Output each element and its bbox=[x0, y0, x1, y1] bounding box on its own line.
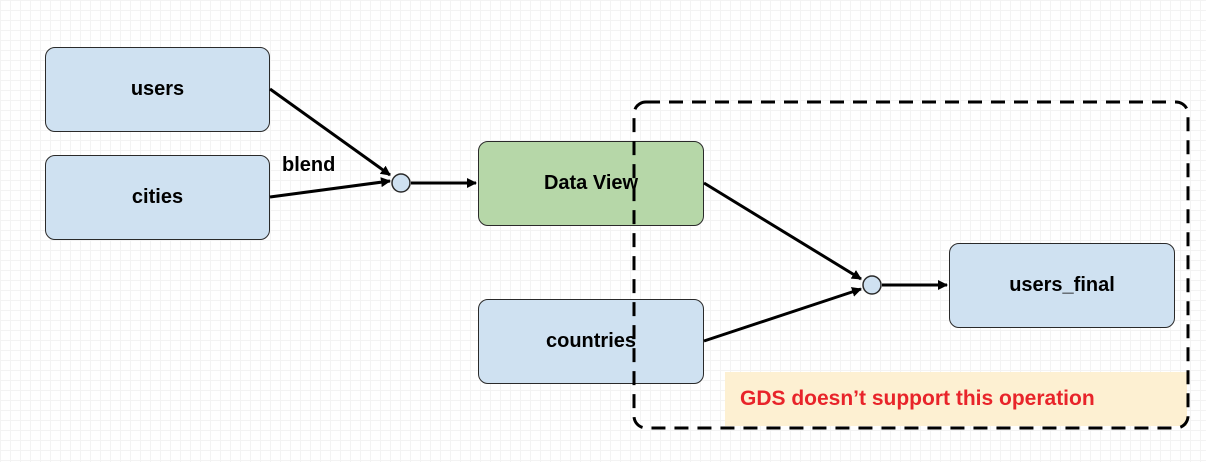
node-countries-label: countries bbox=[545, 330, 637, 352]
node-data-view[interactable]: Data View bbox=[478, 141, 704, 226]
node-users[interactable]: users bbox=[45, 47, 270, 132]
node-data-view-label: Data View bbox=[543, 172, 639, 194]
blend-edge-label: blend bbox=[282, 154, 336, 176]
node-users-final[interactable]: users_final bbox=[949, 243, 1175, 328]
node-countries[interactable]: countries bbox=[478, 299, 704, 384]
node-cities-label: cities bbox=[131, 186, 184, 208]
node-cities[interactable]: cities bbox=[45, 155, 270, 240]
node-users-label: users bbox=[130, 78, 185, 100]
node-users-final-label: users_final bbox=[1009, 274, 1115, 296]
note-text: GDS doesn’t support this operation bbox=[740, 387, 1095, 410]
unsupported-operation-note: GDS doesn’t support this operation bbox=[725, 372, 1187, 426]
